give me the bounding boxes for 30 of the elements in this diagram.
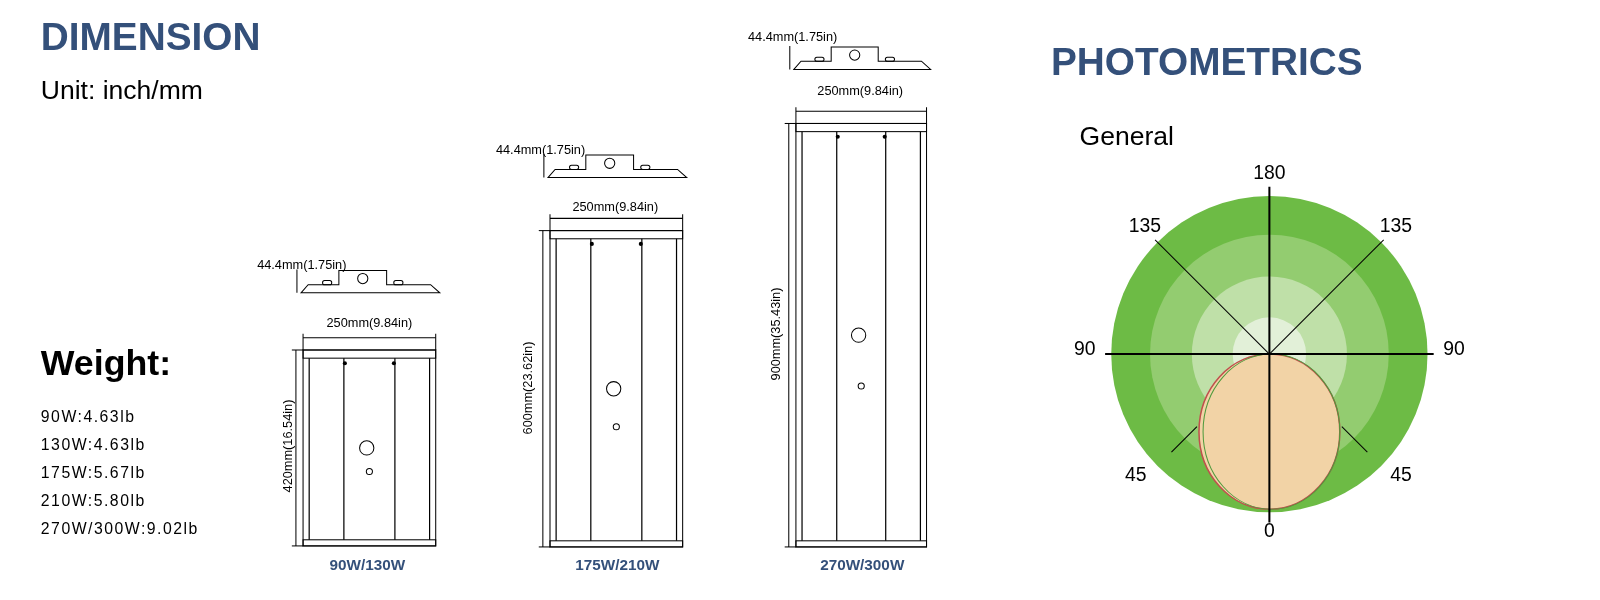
dimension-label: 420mm(16.54in)	[280, 399, 295, 493]
angle-label: 180	[1253, 162, 1286, 184]
angle-label: 90	[1443, 337, 1465, 360]
dimension-label: 250mm(9.84in)	[326, 316, 413, 331]
angle-label: 135	[1379, 215, 1413, 237]
unit-note: Unit: inch/mm	[40, 75, 203, 105]
dimension-label: 250mm(9.84in)	[817, 83, 904, 98]
angle-label: 0	[1264, 520, 1275, 542]
weight-spec: 90W:4.63lb	[40, 408, 136, 426]
chart-subtitle: General	[1079, 122, 1174, 152]
model-label: 175W/210W	[575, 557, 660, 574]
weight-spec: 175W:5.67lb	[40, 463, 146, 482]
weight-heading: Weight:	[40, 343, 172, 384]
weight-spec: 210W:5.80lb	[40, 491, 146, 510]
section-heading: DIMENSION	[40, 16, 261, 59]
dimension-label: 44.4mm(1.75in)	[495, 142, 586, 157]
angle-label: 90	[1073, 337, 1096, 360]
weight-spec: 130W:4.63lb	[40, 436, 146, 454]
dimension-label: 44.4mm(1.75in)	[257, 258, 347, 273]
section-heading: PHOTOMETRICS	[1051, 40, 1363, 84]
model-label: 270W/300W	[820, 557, 905, 574]
model-label: 90W/130W	[329, 557, 406, 574]
dimension-label: 250mm(9.84in)	[572, 200, 659, 214]
dimension-label: 600mm(23.62in)	[520, 341, 535, 435]
dimension-label: 900mm(35.43in)	[768, 287, 783, 381]
weight-spec: 270W/300W:9.02lb	[40, 519, 199, 537]
angle-label: 45	[1124, 464, 1147, 486]
dimension-label: 44.4mm(1.75in)	[747, 29, 838, 44]
angle-label: 45	[1390, 464, 1412, 486]
angle-label: 135	[1128, 215, 1162, 237]
